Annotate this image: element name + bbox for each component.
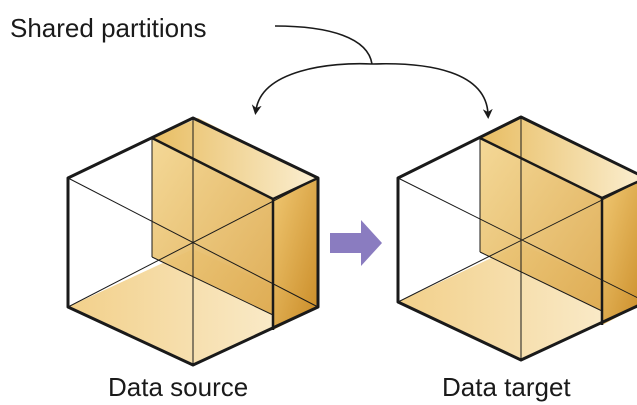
target-partition-front bbox=[480, 138, 602, 311]
transfer-arrow bbox=[330, 220, 382, 266]
shared-callout bbox=[251, 25, 493, 119]
callout-arrow-to-source bbox=[251, 62, 373, 115]
source-outline bbox=[66, 116, 320, 367]
data-target-label: Data target bbox=[442, 372, 571, 402]
target-outline bbox=[396, 115, 637, 362]
source-partition-front bbox=[152, 138, 273, 315]
source-partition-side bbox=[273, 178, 318, 330]
target-cube bbox=[396, 115, 637, 362]
source-cube bbox=[66, 116, 320, 367]
target-partition-side bbox=[602, 182, 637, 325]
callout-arrow-to-target bbox=[371, 62, 493, 119]
shared-partitions-label: Shared partitions bbox=[10, 13, 207, 43]
target-partition-top bbox=[480, 117, 637, 198]
callout-leader bbox=[274, 25, 373, 65]
data-source-label: Data source bbox=[108, 372, 249, 402]
